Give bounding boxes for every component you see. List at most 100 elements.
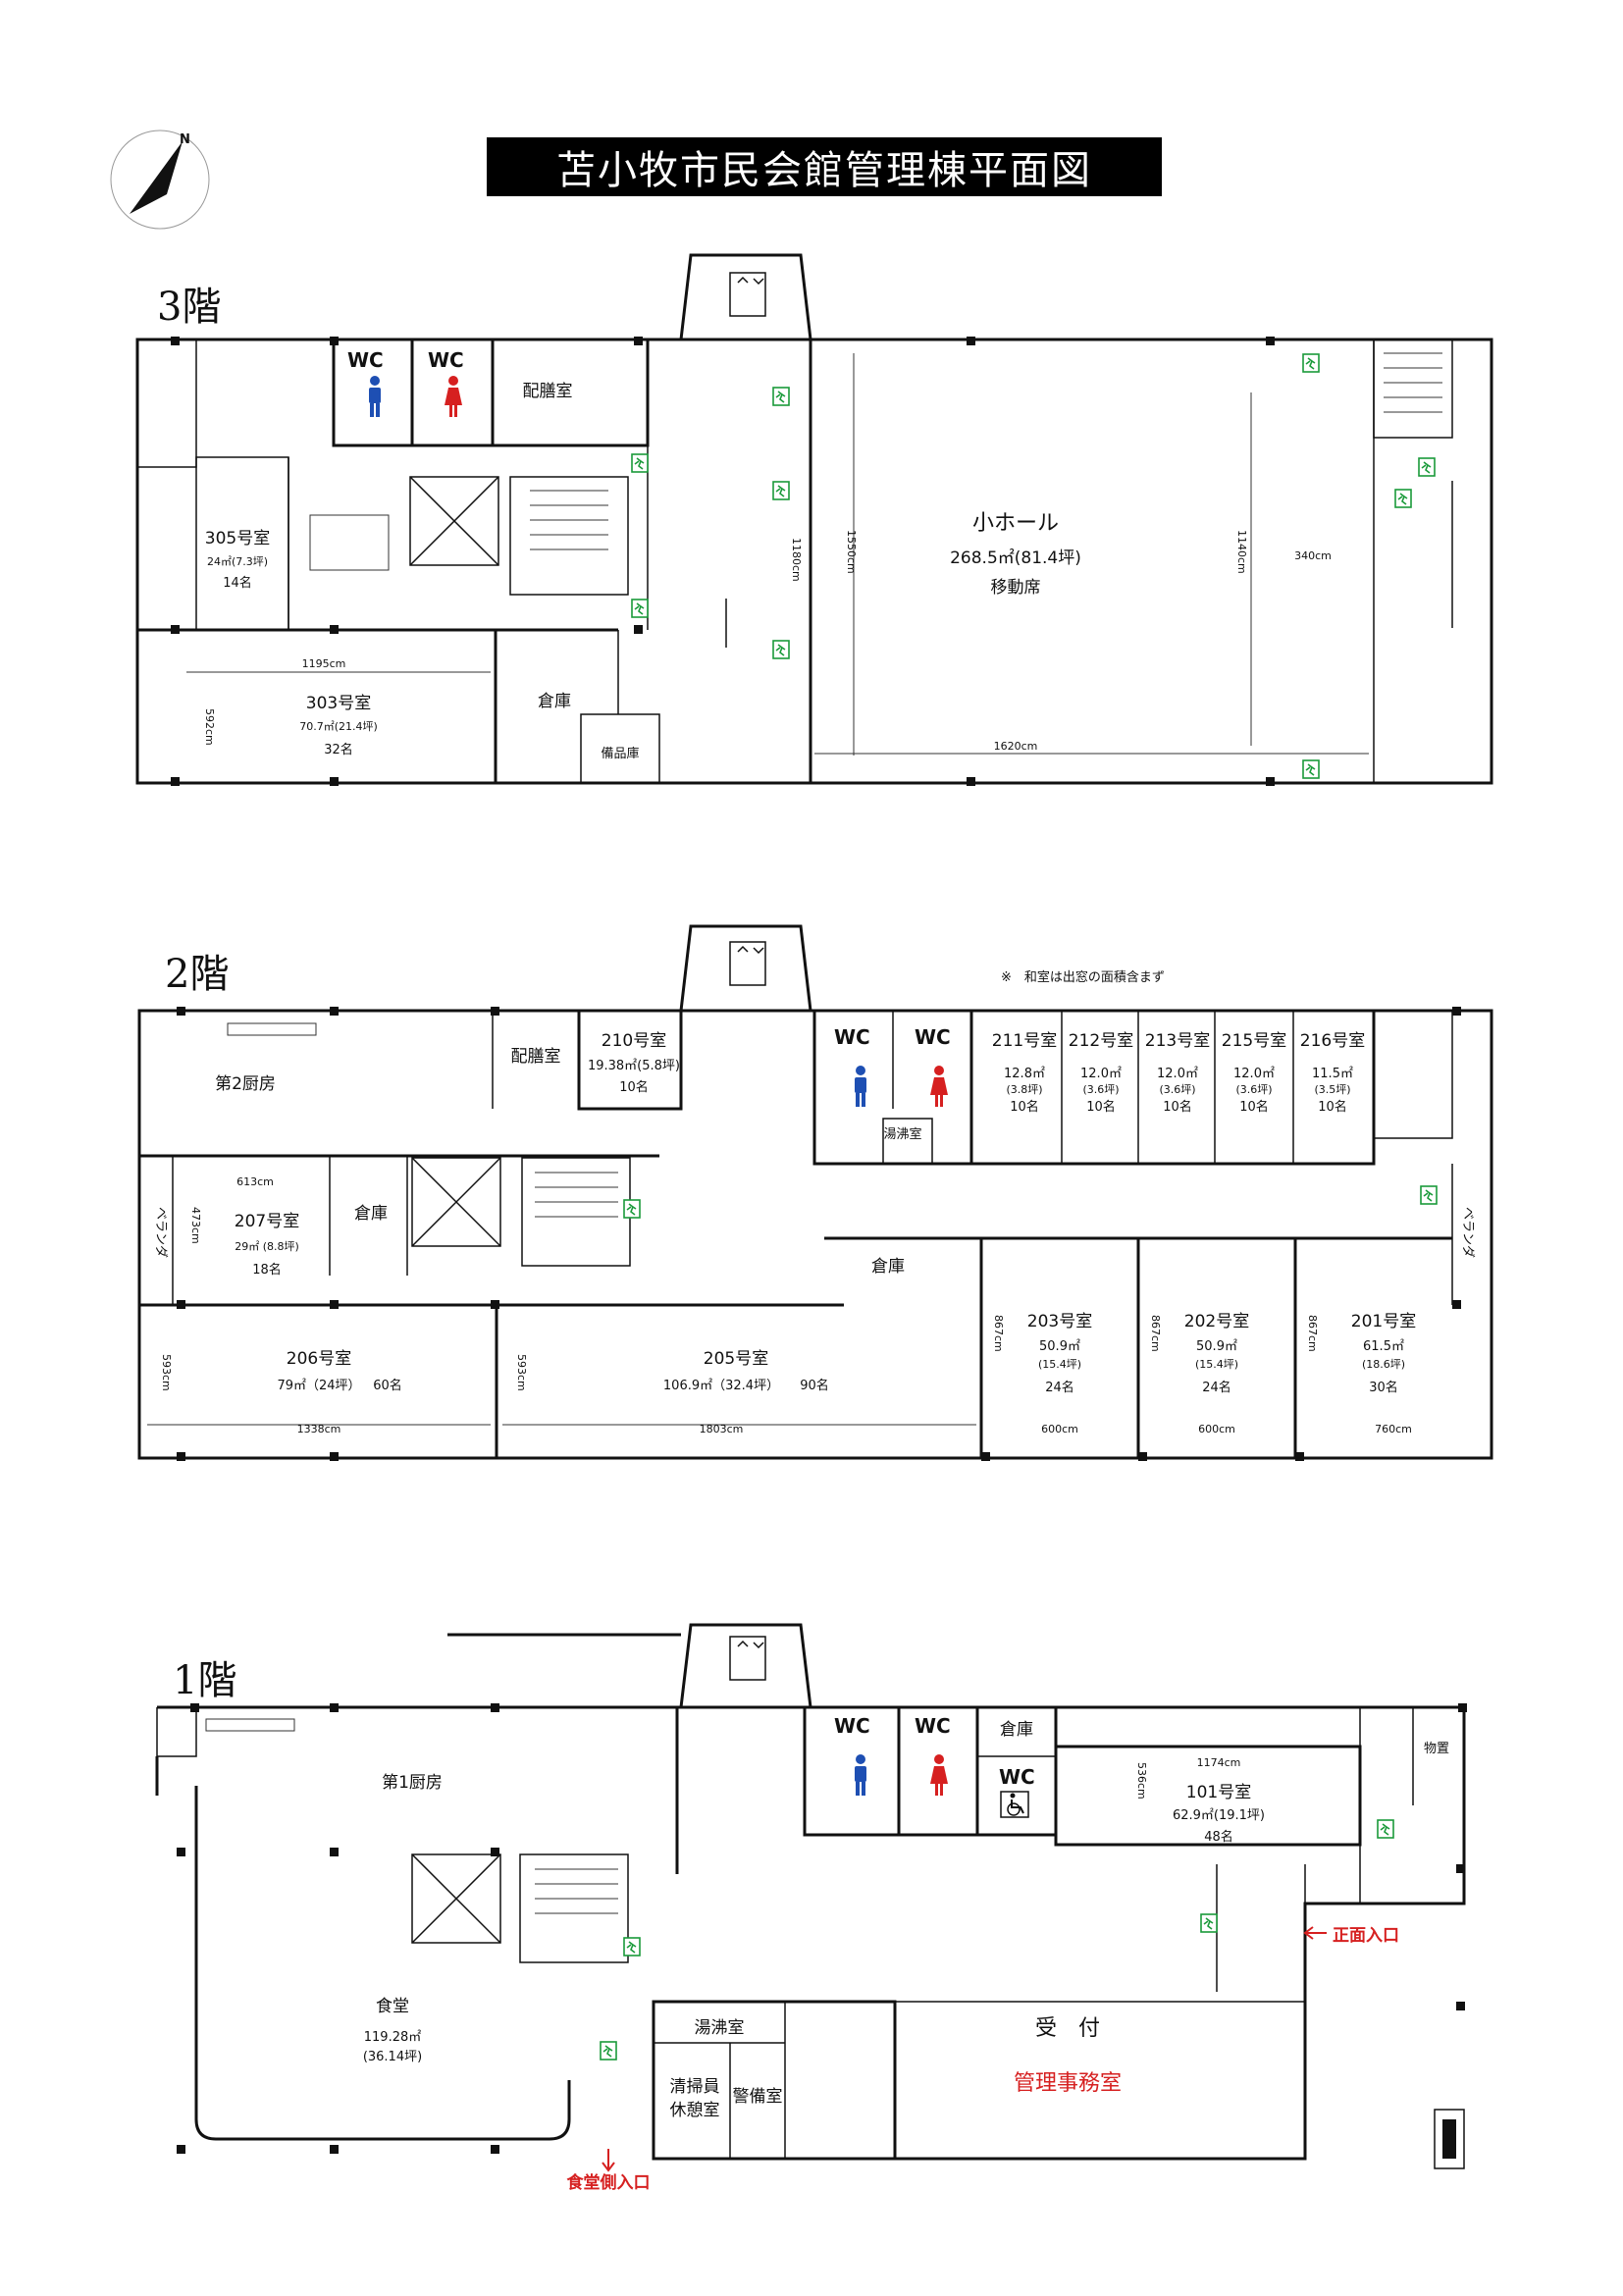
- souko-2f-b: 倉庫: [871, 1257, 905, 1277]
- r207-name: 207号室: [235, 1212, 299, 1231]
- exit-sign-icon: [631, 453, 649, 473]
- r207-area: 29㎡ (8.8坪): [235, 1240, 299, 1253]
- hall-note: 移動席: [991, 578, 1041, 598]
- r210-name: 210号室: [602, 1031, 666, 1051]
- exit-sign-icon: [631, 599, 649, 618]
- r207-cap: 18名: [252, 1262, 282, 1278]
- souko-2f-a: 倉庫: [354, 1204, 388, 1224]
- hall-name: 小ホール: [972, 511, 1059, 536]
- r202-h: 867cm: [1149, 1315, 1162, 1352]
- r215-name: 215号室: [1222, 1031, 1286, 1051]
- keibi: 警備室: [733, 2087, 783, 2107]
- r212-tsubo: (3.6坪): [1082, 1083, 1119, 1096]
- r203-w: 600cm: [1041, 1423, 1078, 1435]
- r211-name: 211号室: [992, 1031, 1057, 1051]
- haizen-2f: 配膳室: [511, 1047, 561, 1067]
- exit-sign-icon: [1394, 489, 1412, 508]
- r207-w: 613cm: [236, 1175, 274, 1188]
- wc-female-3f-label: WC: [428, 348, 464, 372]
- r201-area: 61.5㎡: [1363, 1339, 1404, 1354]
- dining-tsubo: (36.14坪): [363, 2050, 422, 2064]
- r206-h: 593cm: [160, 1354, 173, 1391]
- r206-name: 206号室: [287, 1349, 351, 1369]
- r201-cap: 30名: [1369, 1380, 1398, 1395]
- r305-area: 24㎡(7.3坪): [207, 555, 268, 568]
- r212-cap: 10名: [1086, 1099, 1116, 1115]
- note-2f: ※ 和室は出窓の面積含まず: [1001, 969, 1165, 985]
- r303-cap: 32名: [324, 742, 353, 757]
- r203-area: 50.9㎡: [1039, 1339, 1080, 1354]
- wc-female-1f-label: WC: [915, 1714, 951, 1738]
- exit-sign-icon: [772, 640, 790, 659]
- exit-sign-icon: [623, 1937, 641, 1957]
- main-entrance: 正面入口: [1333, 1926, 1399, 1946]
- exit-sign-icon: [772, 481, 790, 500]
- r303-name: 303号室: [306, 694, 371, 713]
- r205-h: 593cm: [515, 1354, 528, 1391]
- r216-tsubo: (3.5坪): [1314, 1083, 1350, 1096]
- r216-name: 216号室: [1300, 1031, 1365, 1051]
- wc-accessible-label: WC: [999, 1765, 1035, 1789]
- r211-cap: 10名: [1010, 1099, 1039, 1115]
- r203-tsubo: (15.4坪): [1038, 1358, 1081, 1371]
- dining-entrance: 食堂側入口: [567, 2172, 651, 2193]
- haizen-3f: 配膳室: [523, 382, 573, 401]
- r201-w: 760cm: [1375, 1423, 1412, 1435]
- female-icon: [445, 376, 462, 417]
- r213-tsubo: (3.6坪): [1159, 1083, 1195, 1096]
- hall-d: 340cm: [1294, 549, 1332, 562]
- floor-2f: ※ 和室は出窓の面積含まず 第2厨房 配膳室 210号室 19.38㎡(5.8坪…: [137, 924, 1493, 1461]
- japanese-rooms: 211号室 12.8㎡ (3.8坪) 10名 212号室 12.0㎡ (3.6坪…: [992, 1031, 1365, 1115]
- compass-label: N: [180, 132, 190, 147]
- r303-area: 70.7㎡(21.4坪): [299, 720, 378, 733]
- r206-area: 79㎡（24坪）: [277, 1379, 360, 1393]
- exit-sign-icon: [1302, 353, 1320, 373]
- r203-name: 203号室: [1027, 1312, 1092, 1331]
- r202-name: 202号室: [1184, 1312, 1249, 1331]
- r201-tsubo: (18.6坪): [1362, 1358, 1405, 1371]
- souko-3f: 倉庫: [538, 692, 571, 711]
- wheelchair-icon: [1000, 1791, 1029, 1818]
- r305-name: 305号室: [205, 529, 270, 548]
- hall-w: 1620cm: [994, 740, 1038, 753]
- r213-name: 213号室: [1145, 1031, 1210, 1051]
- hall-area: 268.5㎡(81.4坪): [950, 548, 1081, 568]
- office: 管理事務室: [1014, 2071, 1122, 2096]
- female-icon: [930, 1066, 948, 1107]
- exit-sign-icon: [1377, 1819, 1394, 1839]
- exit-sign-icon: [600, 2041, 617, 2061]
- hall-h3: 1140cm: [1235, 530, 1248, 574]
- exit-sign-icon: [1302, 759, 1320, 779]
- mono: 物置: [1424, 1742, 1449, 1756]
- r205-w: 1803cm: [700, 1423, 744, 1435]
- exit-sign-icon: [1418, 457, 1436, 477]
- r213-cap: 10名: [1163, 1099, 1192, 1115]
- exit-sign-icon: [1420, 1185, 1438, 1205]
- male-icon: [855, 1754, 866, 1796]
- seisou-1: 清掃員: [670, 2077, 720, 2097]
- r205-name: 205号室: [704, 1349, 768, 1369]
- r205-cap: 90名: [800, 1378, 829, 1393]
- r203-cap: 24名: [1045, 1380, 1074, 1395]
- r201-name: 201号室: [1351, 1312, 1416, 1331]
- yuwakashi-1f: 湯沸室: [695, 2018, 745, 2038]
- yuwakashi-2f: 湯沸室: [883, 1126, 921, 1142]
- r205-area: 106.9㎡（32.4坪）: [663, 1379, 779, 1393]
- wc-female-2f-label: WC: [915, 1025, 951, 1049]
- r210-area: 19.38㎡(5.8坪): [588, 1059, 680, 1073]
- hall-h1: 1180cm: [790, 538, 803, 582]
- r202-area: 50.9㎡: [1196, 1339, 1237, 1354]
- r212-area: 12.0㎡: [1080, 1067, 1122, 1081]
- r213-area: 12.0㎡: [1157, 1067, 1198, 1081]
- veranda-right: ベランダ: [1460, 1207, 1475, 1258]
- r216-area: 11.5㎡: [1312, 1067, 1353, 1081]
- floor-1f: 第1厨房 食堂 119.28㎡ (36.14坪) WC WC 倉庫 WC 117…: [155, 1623, 1467, 2193]
- r210-cap: 10名: [619, 1079, 649, 1095]
- r101-name: 101号室: [1186, 1783, 1251, 1802]
- r305-cap: 14名: [223, 575, 252, 591]
- female-icon: [930, 1754, 948, 1796]
- male-icon: [369, 376, 381, 417]
- r215-cap: 10名: [1239, 1099, 1269, 1115]
- r206-w: 1338cm: [297, 1423, 341, 1435]
- r201-h: 867cm: [1306, 1315, 1319, 1352]
